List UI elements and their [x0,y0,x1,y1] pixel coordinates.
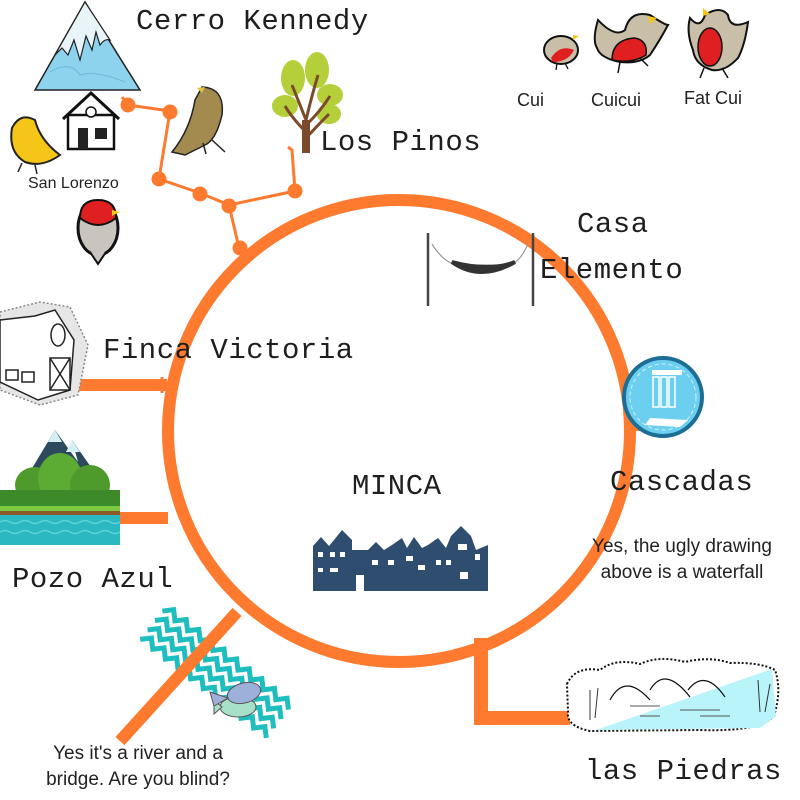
caption-waterfall-line1: Yes, the ugly drawing [592,536,772,557]
legend-label-cuicui: Cuicui [591,90,642,110]
label-san-lorenzo: San Lorenzo [28,175,119,192]
label-cerro-kennedy: Cerro Kennedy [136,5,369,38]
barn-icon [0,301,89,406]
caption-waterfall: Yes, the ugly drawing above is a waterfa… [572,534,792,586]
house-icon [61,90,121,151]
small-robin-icon [543,35,579,71]
label-cascadas: Cascadas [610,466,754,499]
fat-robin-icon [687,8,750,79]
caption-waterfall-line2: above is a waterfall [600,562,764,583]
legend-label-cui: Cui [517,90,545,110]
label-minca: MINCA [352,470,442,503]
lake-scene-icon [565,658,780,733]
town-skyline-icon [313,526,488,591]
label-casa: Casa [577,208,649,241]
tree-icon [272,52,343,153]
caption-river-line2: bridge. Are you blind? [46,769,230,790]
trail-constellation [120,96,303,256]
label-las-piedras: las Piedras [585,755,782,788]
label-pozo-azul: Pozo Azul [12,563,174,596]
label-elemento: Elemento [540,254,684,287]
label-los-pinos: Los Pinos [320,126,482,159]
fish-icon [209,681,262,718]
mountain-lake-icon [0,430,121,545]
yellow-bird-icon [10,116,62,175]
snowy-mountain-icon [33,0,142,91]
hawk-icon [170,86,226,156]
caption-river-line1: Yes it's a river and a [53,743,223,764]
las-piedras-connector [474,638,570,725]
waterfall-icon [622,356,704,438]
hammock-icon [426,233,535,306]
medium-robin-icon [593,13,670,74]
label-finca-victoria: Finca Victoria [103,334,354,367]
minca-ring [162,194,636,668]
robin-icon [76,198,120,266]
caption-river: Yes it's a river and a bridge. Are you b… [18,741,258,793]
legend-label-fat-cui: Fat Cui [684,88,743,108]
